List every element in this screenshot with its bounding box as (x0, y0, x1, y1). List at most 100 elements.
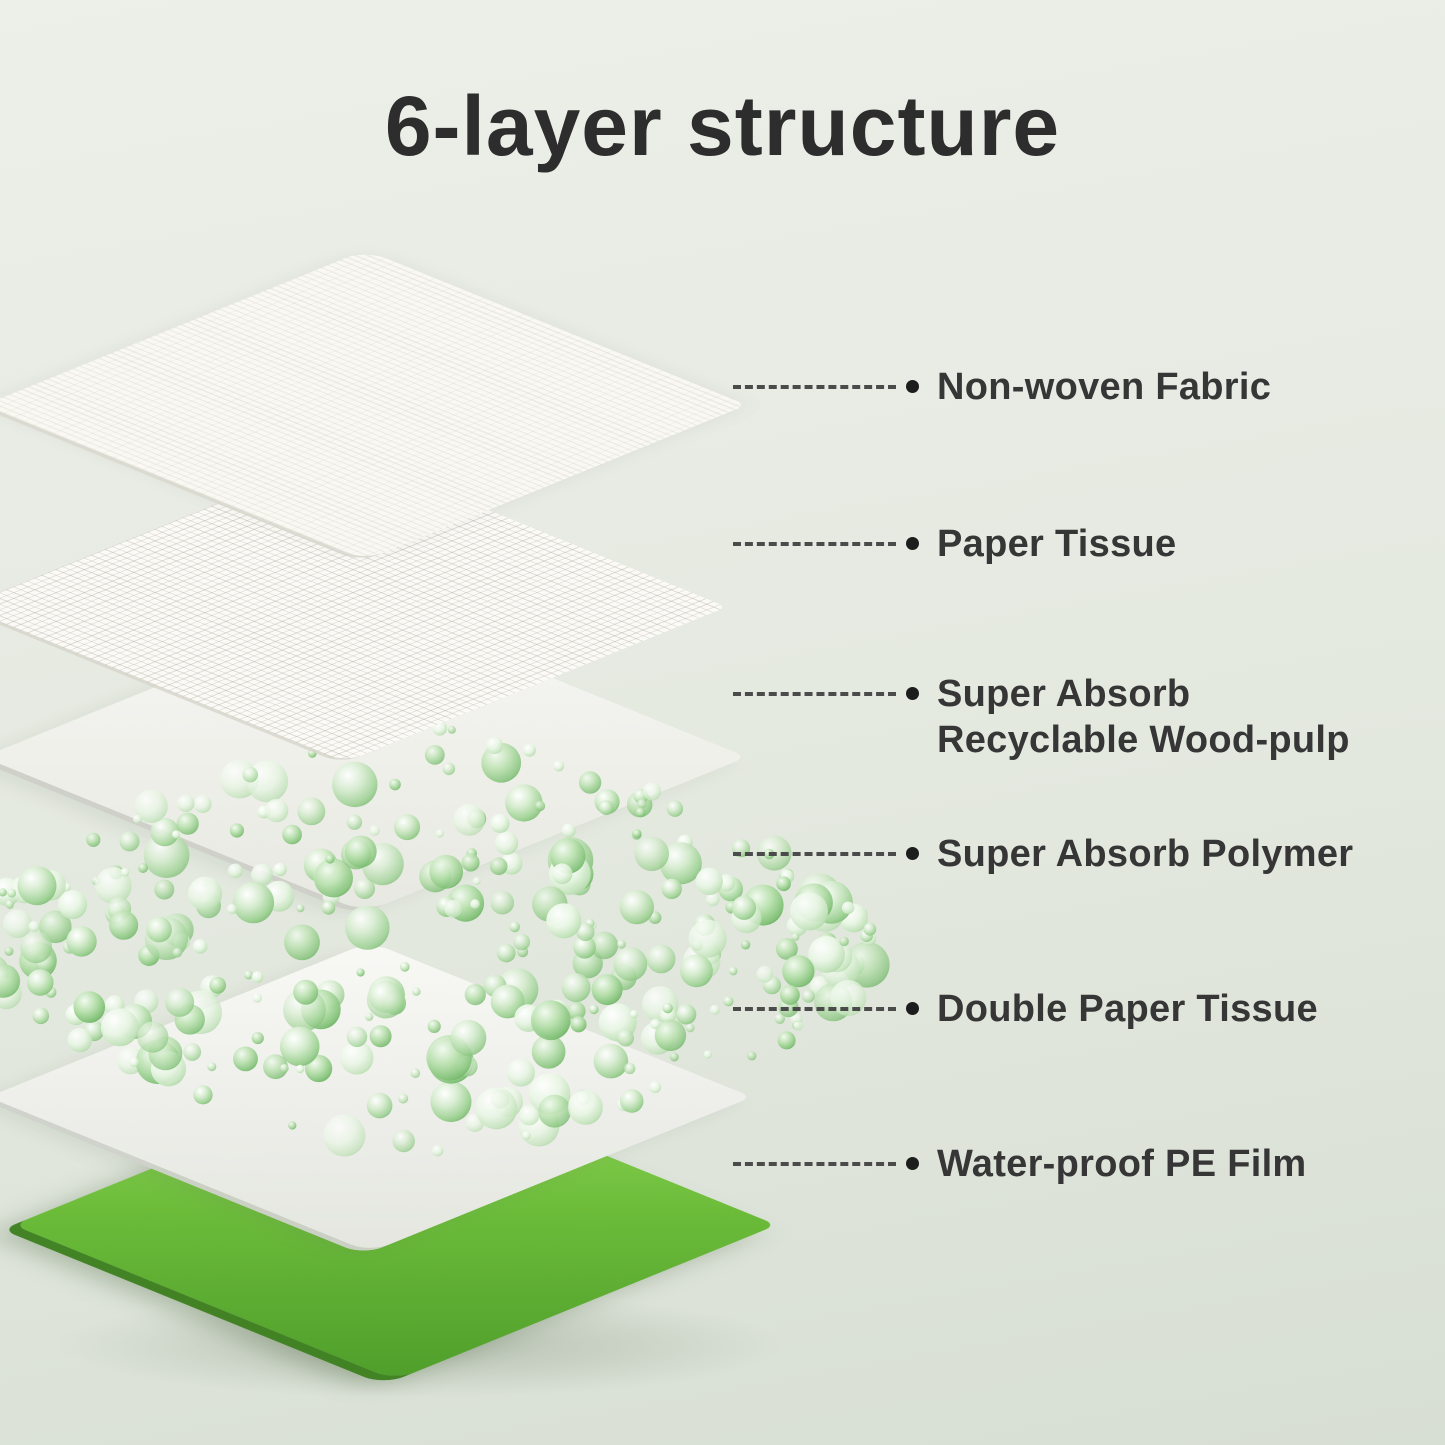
bead (680, 954, 713, 988)
bullet-dot (906, 687, 919, 700)
bead (494, 831, 519, 855)
bead (789, 892, 829, 931)
bead (662, 1003, 673, 1014)
bead (67, 1027, 92, 1053)
bead (709, 1004, 720, 1015)
bead (297, 797, 326, 826)
bead (273, 862, 287, 877)
bead (518, 1104, 540, 1126)
bead (590, 931, 619, 960)
bead (661, 878, 682, 899)
bead (635, 807, 646, 818)
bead (646, 944, 676, 974)
bead (154, 879, 175, 900)
callout-label: Paper Tissue (937, 523, 1177, 565)
bead (776, 938, 798, 960)
bead (207, 1062, 217, 1072)
bead (431, 1145, 444, 1157)
bead (332, 761, 378, 808)
bead (509, 921, 520, 933)
bead (4, 946, 14, 956)
bead (86, 832, 101, 847)
bead (5, 900, 14, 909)
bead (617, 939, 626, 949)
bead (146, 916, 172, 943)
bead (703, 1050, 712, 1059)
bead (553, 760, 564, 772)
bead (282, 824, 302, 845)
bead (589, 1004, 599, 1015)
bead (793, 1021, 803, 1031)
bead (613, 947, 648, 981)
bead (400, 962, 410, 972)
bead (632, 829, 642, 839)
bead (642, 782, 662, 801)
bead (356, 968, 365, 977)
bead (551, 863, 573, 885)
leader-line (733, 1007, 896, 1011)
bead (731, 895, 757, 920)
bead (637, 799, 647, 809)
bead (619, 889, 654, 925)
bead (538, 1094, 571, 1128)
bead (427, 1019, 441, 1033)
bead (591, 974, 623, 1006)
bead (505, 784, 543, 822)
bead (576, 922, 595, 942)
bead (450, 1020, 487, 1056)
callout-double-paper-tissue: Double Paper Tissue (733, 986, 1318, 1032)
bead (137, 1021, 169, 1053)
polymer-beads-graphic (0, 721, 890, 1157)
bead (354, 878, 376, 899)
bead (398, 1093, 409, 1104)
leader-line (733, 385, 896, 389)
bead (100, 1008, 139, 1047)
bead (424, 745, 445, 765)
bead (284, 924, 320, 961)
bead (522, 743, 536, 757)
bead (780, 985, 800, 1005)
bead (314, 858, 353, 898)
bead (340, 1041, 374, 1075)
bead (150, 817, 179, 847)
bead (365, 1012, 374, 1021)
bullet-dot (906, 537, 919, 550)
bead (808, 936, 845, 973)
callout-label: Super Absorb Recyclable Wood-pulp (937, 673, 1350, 761)
bead (513, 933, 530, 951)
bead (490, 890, 515, 915)
bead (177, 794, 195, 812)
bead (3, 909, 32, 939)
bead (546, 903, 582, 939)
bead (251, 863, 273, 886)
bead (802, 990, 815, 1003)
bead (728, 966, 738, 976)
bead (490, 984, 525, 1019)
bead (392, 1129, 415, 1153)
page-title: 6-layer structure (384, 79, 1061, 173)
bead (366, 980, 405, 1019)
bead (232, 881, 275, 924)
bead (705, 892, 720, 907)
bead (435, 829, 444, 838)
bead (73, 991, 106, 1023)
bead (226, 904, 237, 915)
bead (506, 1058, 535, 1087)
bead (522, 1131, 531, 1140)
bead (685, 1023, 695, 1033)
bead (777, 1031, 796, 1050)
bead (389, 778, 401, 791)
bead (412, 987, 421, 996)
bead (188, 876, 223, 911)
bead (695, 867, 723, 895)
bead (740, 940, 751, 950)
bead (17, 866, 57, 906)
bead (394, 814, 421, 841)
callout-wood-pulp: Super Absorb Recyclable Wood-pulp (733, 671, 1350, 763)
bead (561, 823, 576, 838)
bead (444, 899, 463, 918)
bead (774, 1013, 785, 1024)
bead (242, 766, 259, 783)
bead (624, 1062, 636, 1075)
bead (244, 970, 253, 980)
